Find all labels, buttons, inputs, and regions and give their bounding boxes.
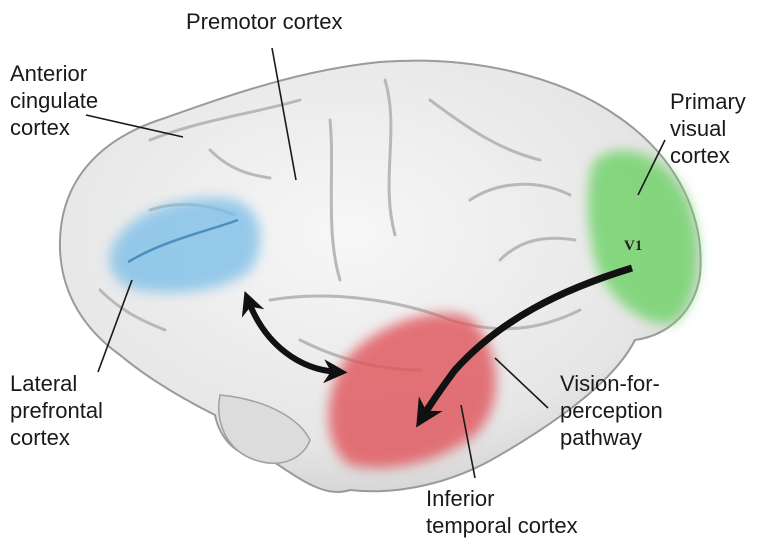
lateral-prefrontal-label-line-3: cortex [10,424,103,451]
primary-visual-cortex-label: Primary visual cortex [670,88,746,169]
premotor-cortex-label: Premotor cortex [186,8,343,35]
vision-label-line-3: pathway [560,424,663,451]
vision-label-line-1: Vision-for- [560,370,663,397]
anterior-cingulate-label-line-2: cingulate [10,87,98,114]
v1-label: V1 [624,238,642,254]
premotor-label-line-1: Premotor cortex [186,8,343,35]
anterior-cingulate-label-line-3: cortex [10,114,98,141]
inferior-temporal-label-line-1: Inferior [426,485,578,512]
vision-for-perception-pathway-label: Vision-for- perception pathway [560,370,663,451]
lateral-prefrontal-label-line-1: Lateral [10,370,103,397]
anterior-cingulate-label-line-1: Anterior [10,60,98,87]
inferior-temporal-cortex-label: Inferior temporal cortex [426,485,578,539]
primary-visual-label-line-1: Primary [670,88,746,115]
inferior-temporal-label-line-2: temporal cortex [426,512,578,539]
lateral-prefrontal-label-line-2: prefrontal [10,397,103,424]
lateral-prefrontal-cortex-label: Lateral prefrontal cortex [10,370,103,451]
anterior-cingulate-cortex-label: Anterior cingulate cortex [10,60,98,141]
primary-visual-label-line-2: visual [670,115,746,142]
primary-visual-label-line-3: cortex [670,142,746,169]
vision-label-line-2: perception [560,397,663,424]
